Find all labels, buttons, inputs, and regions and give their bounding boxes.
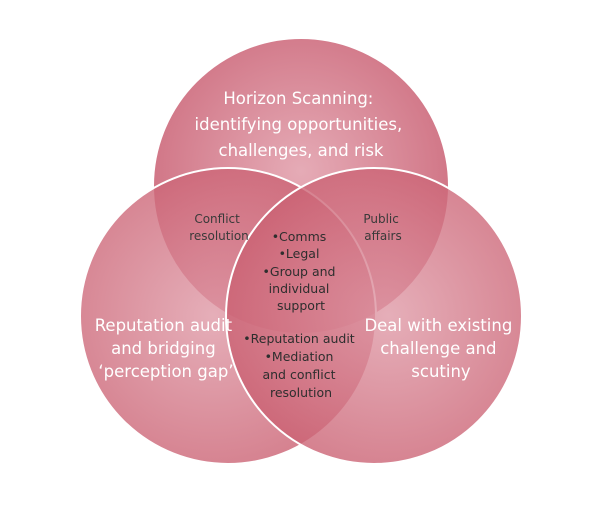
right-line-2: challenge and	[380, 339, 496, 358]
center-line-4: individual	[269, 281, 330, 296]
center-line-3: •Group and	[263, 264, 336, 279]
center-line-1: •Comms	[272, 229, 327, 244]
left-circle-label: Reputation audit and bridging ‘perceptio…	[95, 316, 238, 381]
top-line-2: identifying opportunities,	[195, 115, 403, 134]
top-line-1: Horizon Scanning:	[223, 89, 373, 108]
center-line-2: •Legal	[279, 246, 320, 261]
overlap-top-right-label: Public affairs	[363, 212, 402, 243]
overlap-center-label: •Comms •Legal •Group and individual supp…	[263, 229, 340, 313]
overlap-lr-line-3: and conflict	[262, 367, 335, 382]
left-line-3: ‘perception gap’	[98, 362, 233, 381]
top-circle-label: Horizon Scanning: identifying opportunit…	[195, 89, 408, 160]
left-line-1: Reputation audit	[95, 316, 233, 335]
overlap-lr-line-2: •Mediation	[265, 349, 334, 364]
top-line-3: challenges, and risk	[219, 141, 384, 160]
center-line-5: support	[277, 298, 325, 313]
overlap-tl-line-1: Conflict	[194, 212, 240, 226]
circle-right	[225, 167, 523, 465]
overlap-top-left-label: Conflict resolution	[189, 212, 249, 243]
overlap-tr-line-2: affairs	[364, 229, 402, 243]
right-line-1: Deal with existing	[364, 316, 512, 335]
overlap-tr-line-1: Public	[363, 212, 399, 226]
left-line-2: and bridging	[111, 339, 216, 358]
overlap-left-right-label: •Reputation audit •Mediation and conflic…	[243, 331, 358, 400]
right-circle-label: Deal with existing challenge and scutiny	[364, 316, 517, 381]
overlap-lr-line-4: resolution	[270, 385, 332, 400]
overlap-lr-line-1: •Reputation audit	[243, 331, 355, 346]
right-line-3: scutiny	[411, 362, 471, 381]
overlap-tl-line-2: resolution	[189, 229, 249, 243]
